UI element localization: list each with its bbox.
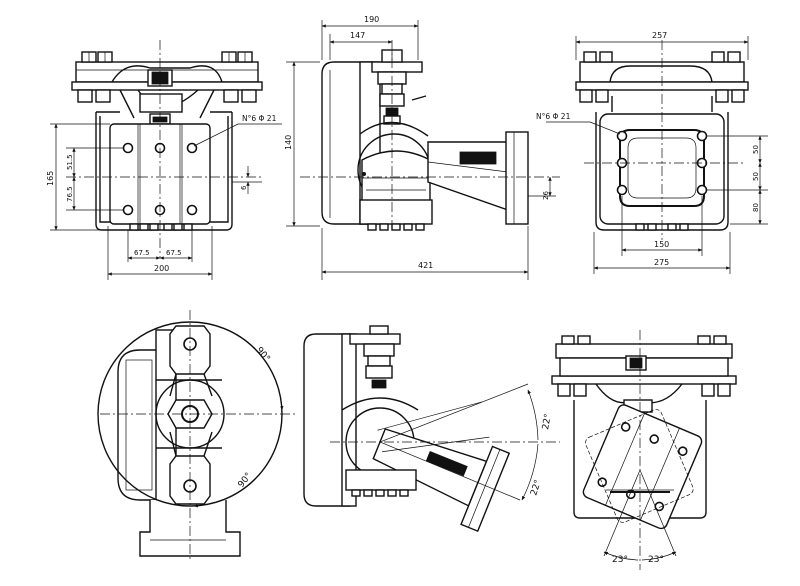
side-dim-height: 140 (284, 135, 293, 150)
plan-dim-vertical-c: 80 (752, 203, 760, 212)
tilt-front-angle-left: 23° (612, 555, 628, 565)
tilt-front-view: 23° 23° (551, 330, 737, 570)
side-dim-flange: 26 (542, 191, 550, 200)
plan-dim-vertical-b: 50 (752, 172, 760, 181)
plan-dimensions: 257 150 275 50 50 80 N°6 Φ 21 (536, 31, 768, 274)
side-dim-length: 421 (418, 261, 433, 270)
tilt-arm-upper (377, 401, 490, 453)
tilt-front-angle-right: 23° (648, 555, 664, 565)
side-view: 190 147 140 421 26 (284, 15, 560, 280)
rotation-angle-upper: 90° (254, 346, 272, 365)
front-dim-width: 200 (154, 264, 169, 273)
front-dim-pitch-left: 67.5 (134, 249, 150, 257)
tilt-side-view: 22° 22° (303, 325, 560, 533)
front-dim-height: 165 (46, 171, 55, 186)
side-dim-top-outer: 190 (364, 15, 379, 24)
rotation-angle-lower: 90° (236, 471, 254, 490)
front-view: 200 67.5 67.5 165 51.5 76.5 6 (46, 40, 282, 280)
plan-holes-callout: N°6 Φ 21 (536, 112, 571, 121)
front-dim-height-a: 51.5 (66, 154, 74, 170)
side-base (359, 199, 433, 231)
front-dim-height-b: 76.5 (66, 186, 74, 202)
front-bracket (95, 111, 233, 231)
front-dim-offset: 6 (240, 185, 248, 190)
tilt-arm (372, 428, 511, 533)
plan-dim-hole-spacing: 150 (654, 240, 669, 249)
rotation-view: 90° 90° (97, 310, 296, 560)
plan-dim-top-width: 257 (652, 31, 667, 40)
side-arm (427, 131, 529, 225)
tilt-side-angle-upper: 22° (541, 413, 554, 430)
front-holes-callout: N°6 Φ 21 (242, 114, 277, 123)
tilt-front-plate (582, 404, 703, 530)
plan-dim-bottom-width: 275 (654, 258, 669, 267)
side-bolt-stack (377, 49, 427, 125)
side-dimensions: 190 147 140 421 26 (284, 15, 556, 280)
plan-dim-vertical-a: 50 (752, 145, 760, 154)
front-dimensions: 200 67.5 67.5 165 51.5 76.5 6 (46, 114, 282, 280)
side-dim-top-inner: 147 (350, 31, 365, 40)
plan-view: 257 150 275 50 50 80 N°6 Φ 21 (536, 31, 768, 274)
tilt-side-angle-lower: 22° (529, 479, 543, 497)
front-dim-pitch-right: 67.5 (166, 249, 182, 257)
